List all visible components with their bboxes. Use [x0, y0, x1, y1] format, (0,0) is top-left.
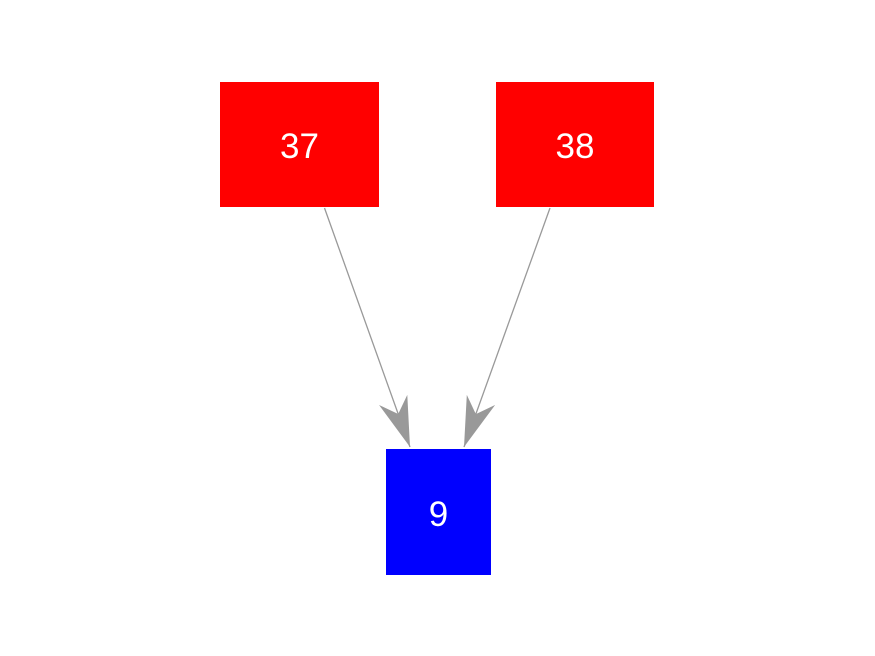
node-label: 37 — [280, 127, 319, 166]
graph-node-38[interactable]: 38 — [496, 82, 654, 207]
edge-37-to-9 — [323, 207, 411, 448]
node-label: 9 — [428, 494, 449, 534]
edge-38-to-9 — [463, 207, 551, 448]
graph-node-37[interactable]: 37 — [220, 82, 379, 207]
node-label: 38 — [555, 127, 595, 166]
graph-node-9[interactable]: 9 — [386, 449, 491, 575]
